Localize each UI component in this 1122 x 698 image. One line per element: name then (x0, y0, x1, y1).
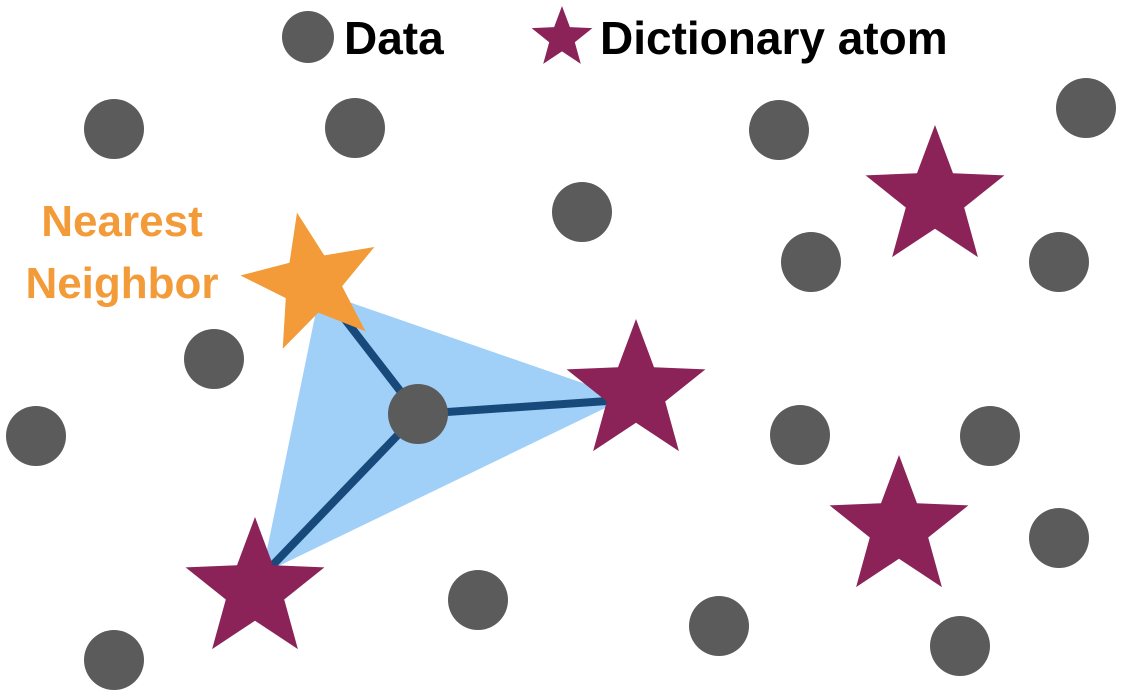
legend-atom-icon (531, 6, 593, 64)
data-points (6, 78, 1116, 690)
dictionary-atom-star (865, 125, 1005, 258)
dictionary-atom-star (185, 517, 325, 650)
nearest-neighbor-annotation: Nearest Neighbor (25, 197, 218, 308)
data-point-center (388, 384, 448, 444)
data-point (552, 182, 612, 242)
data-point (184, 329, 244, 389)
edge-to-atom-right (414, 396, 626, 418)
legend-data-label: Data (344, 12, 444, 64)
data-point (1056, 78, 1116, 138)
data-point (1029, 232, 1089, 292)
legend-data-icon (282, 11, 334, 63)
dictionary-atoms (185, 125, 1005, 650)
data-point (84, 99, 144, 159)
data-point (689, 596, 749, 656)
data-point (1029, 508, 1089, 568)
nearest-neighbor-star (240, 212, 375, 349)
data-point (749, 100, 809, 160)
legend: Data Dictionary atom (282, 6, 948, 64)
nearest-neighbor-label-line2: Neighbor (25, 259, 218, 308)
data-point (781, 232, 841, 292)
data-point (960, 406, 1020, 466)
data-point (325, 98, 385, 158)
dictionary-atom-star (566, 319, 706, 452)
legend-atom-label: Dictionary atom (600, 12, 948, 64)
nearest-neighbor-label-line1: Nearest (41, 197, 203, 246)
data-point (6, 406, 66, 466)
data-point (770, 405, 830, 465)
dictionary-atom-star (829, 455, 969, 588)
data-point (448, 570, 508, 630)
data-point (84, 630, 144, 690)
data-point (930, 616, 990, 676)
edge-to-atom-bottom (264, 410, 422, 574)
simplex-region (262, 292, 626, 574)
